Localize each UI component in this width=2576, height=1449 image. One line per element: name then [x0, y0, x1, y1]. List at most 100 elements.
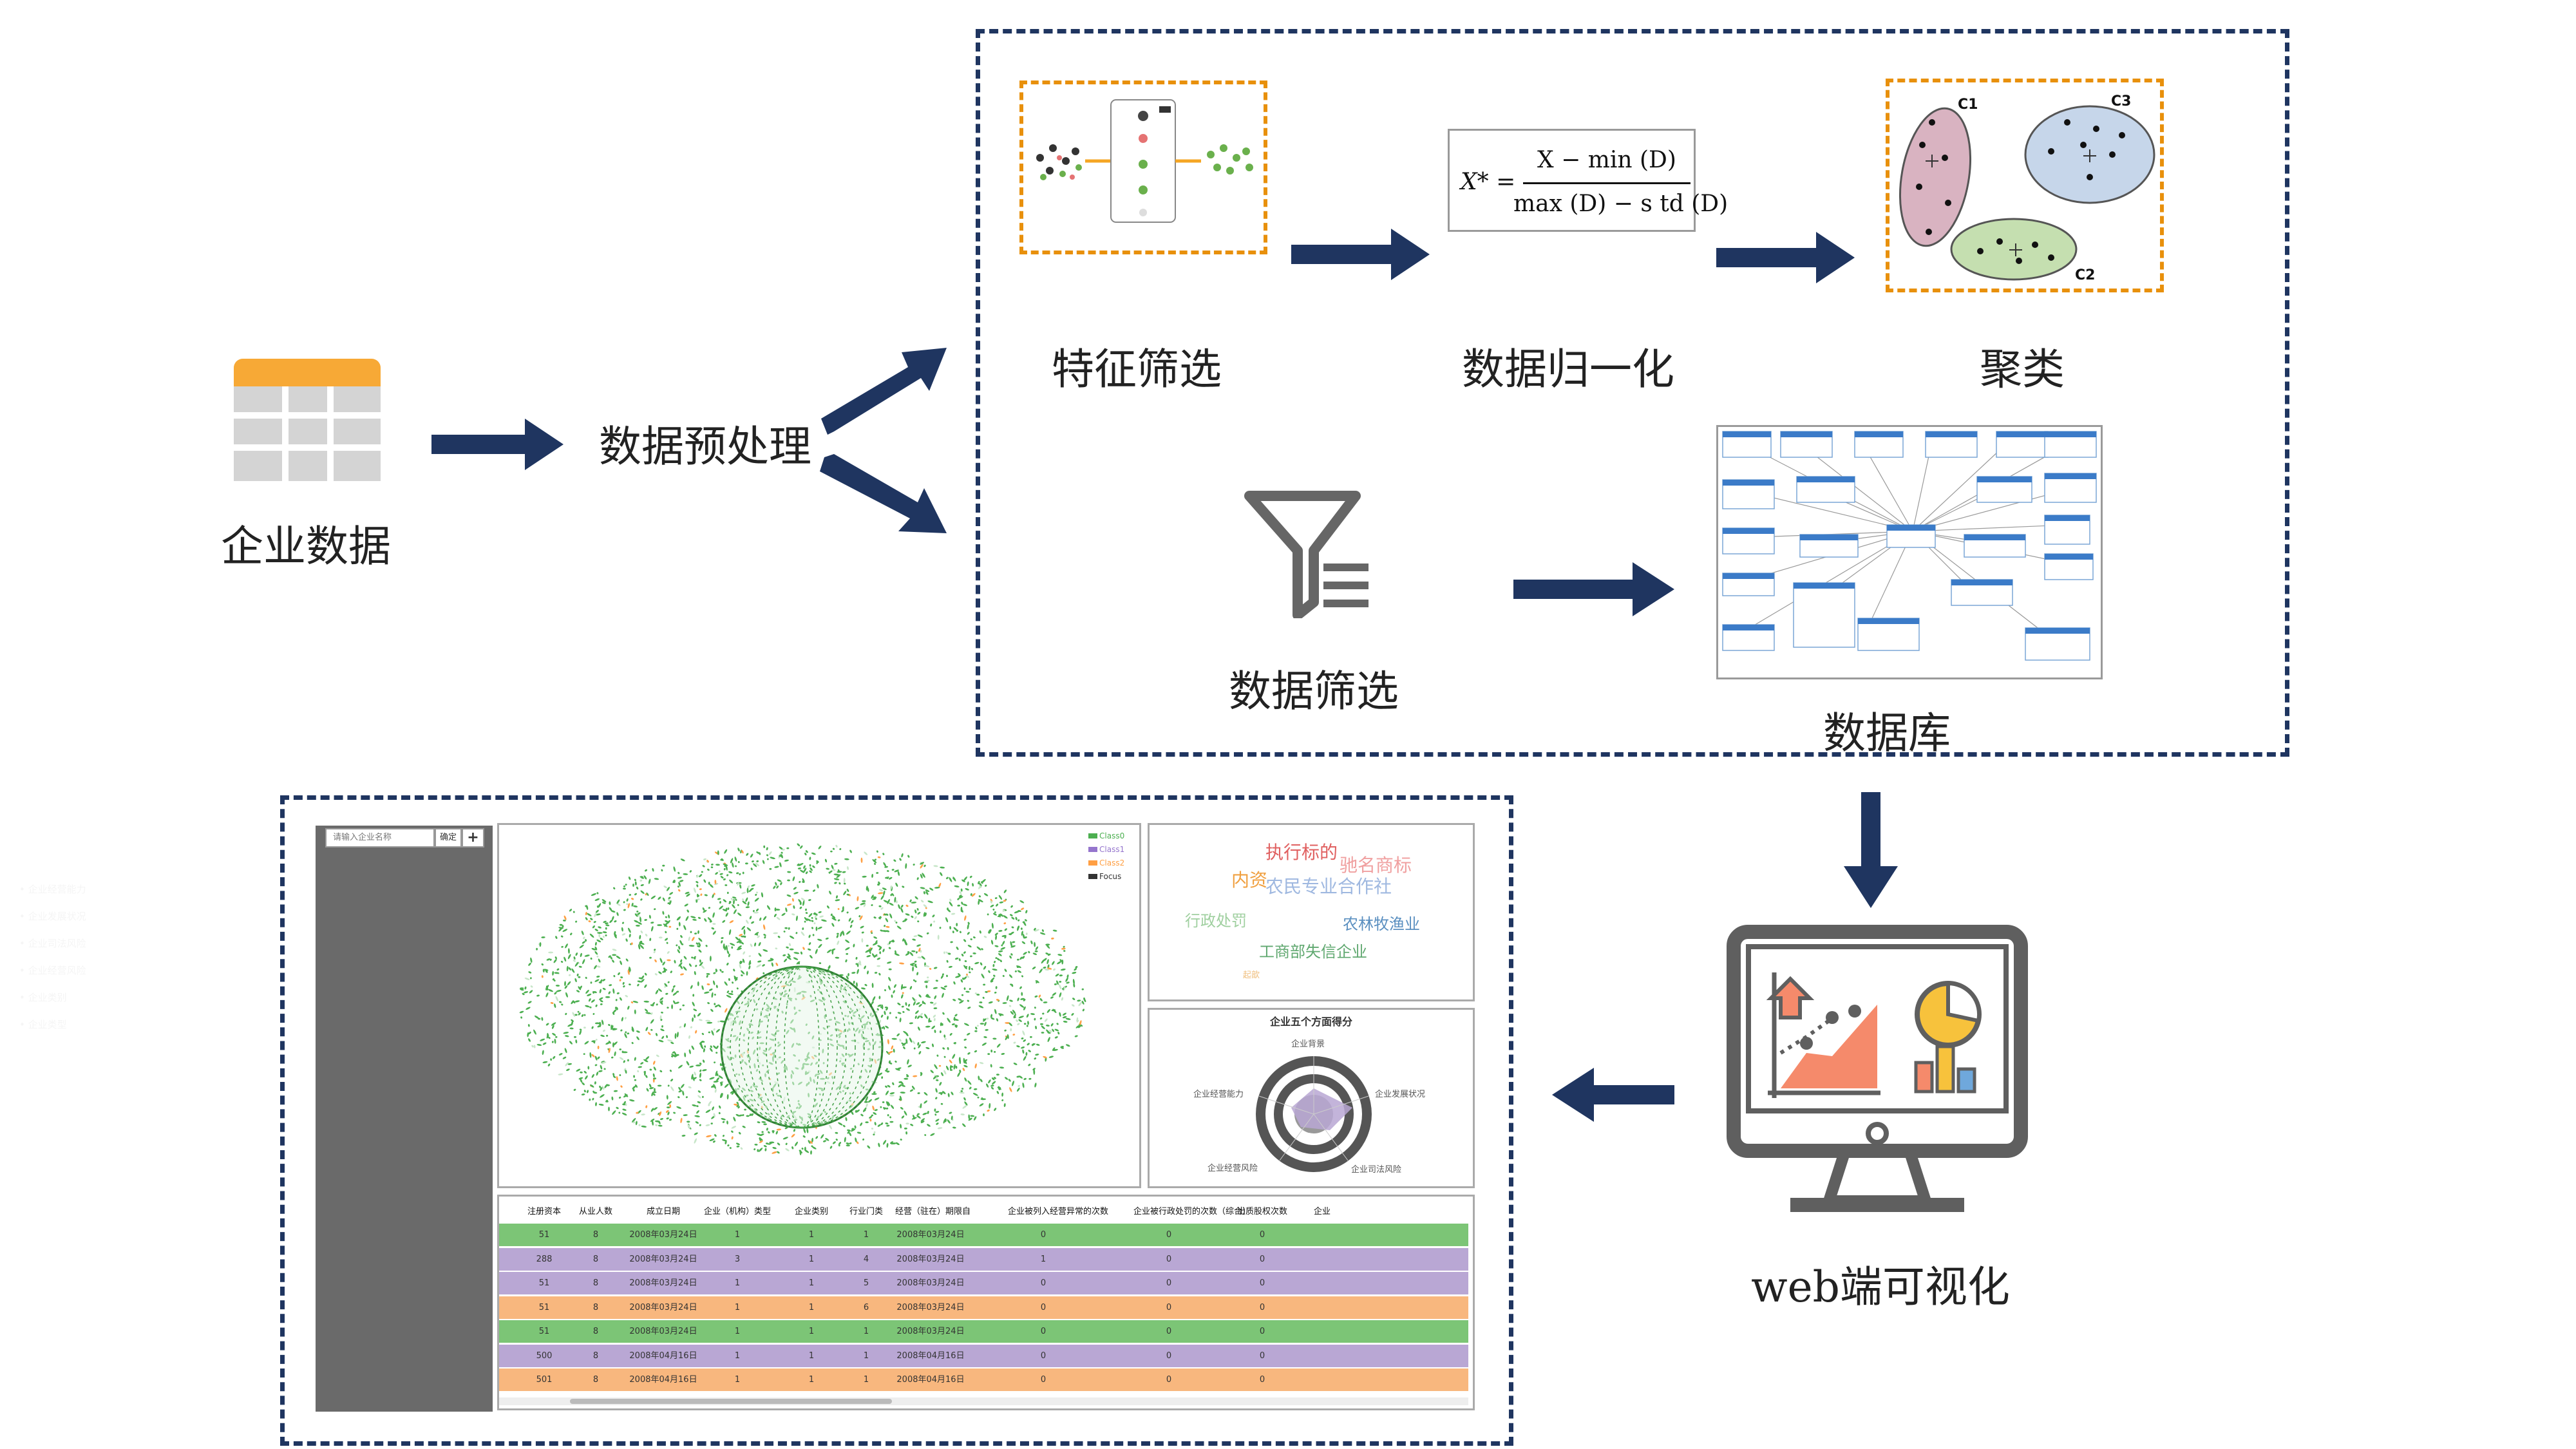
scatter-point	[990, 1064, 992, 1068]
cluster-c3-label: C3	[2111, 93, 2132, 109]
table-scrollbar-thumb[interactable]	[570, 1399, 892, 1404]
scatter-point	[739, 938, 741, 944]
scatter-point	[751, 921, 755, 924]
menu-item-development[interactable]: • 企业发展状况	[19, 911, 86, 922]
scatter-point	[723, 867, 726, 871]
scatter-point	[974, 992, 978, 995]
scatter-point	[1018, 1019, 1022, 1022]
scatter-point	[713, 1028, 715, 1031]
menu-item-type[interactable]: • 企业类型	[19, 1019, 67, 1030]
scatter-point	[527, 1001, 532, 1004]
scatter-point	[958, 958, 961, 961]
scatter-point	[939, 1081, 942, 1086]
confirm-button[interactable]: 确定	[435, 828, 462, 848]
scatter-point	[697, 930, 699, 934]
scatter-point	[645, 1056, 650, 1061]
scatter-point	[683, 873, 688, 875]
table-header-cell[interactable]: 企业（机构）类型	[703, 1207, 771, 1217]
scatter-point	[736, 947, 742, 951]
table-header-cell[interactable]: 企业被列入经营异常的次数	[1008, 1207, 1109, 1217]
scatter-point	[653, 1061, 656, 1065]
menu-item-category[interactable]: • 企业类别	[19, 992, 67, 1003]
scatter-point	[990, 1014, 992, 1018]
table-header-cell[interactable]: 行业门类	[849, 1207, 883, 1217]
scatter-point	[1004, 1029, 1007, 1032]
scatter-point	[938, 1065, 942, 1067]
menu-item-judicial-risk[interactable]: • 企业司法风险	[19, 938, 86, 949]
scatter-point	[632, 1121, 636, 1124]
table-header-cell[interactable]: 注册资本	[527, 1207, 561, 1217]
scatter-point	[873, 863, 876, 865]
table-header-cell[interactable]: 企业类别	[794, 1207, 828, 1217]
scatter-point	[612, 916, 614, 920]
scatter-point	[923, 1092, 928, 1096]
scatter-point	[933, 1007, 938, 1010]
scatter-point	[907, 855, 910, 858]
table-header-cell[interactable]: 从业人数	[578, 1207, 612, 1217]
scatter-point	[895, 1016, 898, 1019]
table-cell: 0	[1166, 1302, 1172, 1312]
menu-item-operating-ability[interactable]: • 企业经营能力	[19, 884, 86, 895]
scatter-point	[585, 912, 587, 916]
word-cloud-word: 农林牧渔业	[1343, 915, 1420, 933]
scatter-point	[825, 1137, 829, 1141]
scatter-point	[1021, 931, 1023, 936]
scatter-point	[952, 877, 955, 880]
scatter-point	[679, 973, 685, 976]
scatter-point	[996, 1018, 999, 1022]
scatter-point	[577, 1010, 580, 1013]
scatter-point	[786, 847, 790, 849]
scatter-point	[721, 940, 723, 944]
table-cell: 1	[808, 1327, 815, 1336]
scatter-point	[1035, 1025, 1037, 1030]
menu-item-operating-risk[interactable]: • 企业经营风险	[19, 965, 86, 976]
scatter-point	[640, 884, 644, 887]
scatter-point	[905, 904, 909, 907]
cluster-scatter-plot[interactable]	[499, 825, 1139, 1186]
scatter-point	[876, 957, 881, 960]
scatter-point	[554, 1038, 556, 1044]
scatter-point	[812, 934, 815, 936]
scatter-point	[546, 958, 551, 961]
scatter-point	[961, 953, 964, 957]
scatter-point	[623, 1060, 625, 1063]
scatter-point	[860, 987, 866, 990]
scatter-point	[665, 992, 668, 995]
scatter-point	[981, 1097, 983, 1100]
search-input[interactable]: 请输入企业名称	[325, 828, 435, 848]
scatter-point	[667, 951, 670, 954]
table-header-cell[interactable]: 经营（驻在）期限自	[895, 1207, 971, 1217]
table-cell: 2008年03月24日	[629, 1327, 697, 1336]
scatter-point	[648, 878, 651, 884]
scatter-point	[1009, 1005, 1012, 1007]
scatter-point	[937, 1127, 943, 1130]
scatter-point	[686, 893, 690, 897]
scatter-point	[1035, 1054, 1039, 1056]
scatter-point	[565, 992, 568, 998]
table-scrollbar[interactable]	[499, 1397, 1468, 1405]
scatter-point	[871, 895, 874, 899]
scatter-point	[685, 916, 689, 922]
scatter-point	[701, 871, 703, 873]
table-header-cell[interactable]: 企业被行政处罚的次数（综合）	[1133, 1207, 1251, 1217]
scatter-point	[871, 904, 873, 906]
scatter-point	[589, 1006, 592, 1009]
word-cloud-word: 行政处罚	[1185, 912, 1247, 930]
scatter-point	[914, 916, 917, 920]
table-cell: 51	[538, 1302, 550, 1312]
table-cell: 1	[734, 1302, 741, 1312]
table-header-cell[interactable]: 出质股权次数	[1236, 1207, 1287, 1217]
scatter-point	[891, 1104, 895, 1109]
add-button[interactable]: +	[462, 828, 484, 848]
scatter-point	[748, 888, 753, 893]
table-header-cell[interactable]: 企业	[1314, 1207, 1331, 1217]
table-cell: 501	[536, 1375, 553, 1385]
table-header-cell[interactable]: 成立日期	[646, 1207, 680, 1217]
